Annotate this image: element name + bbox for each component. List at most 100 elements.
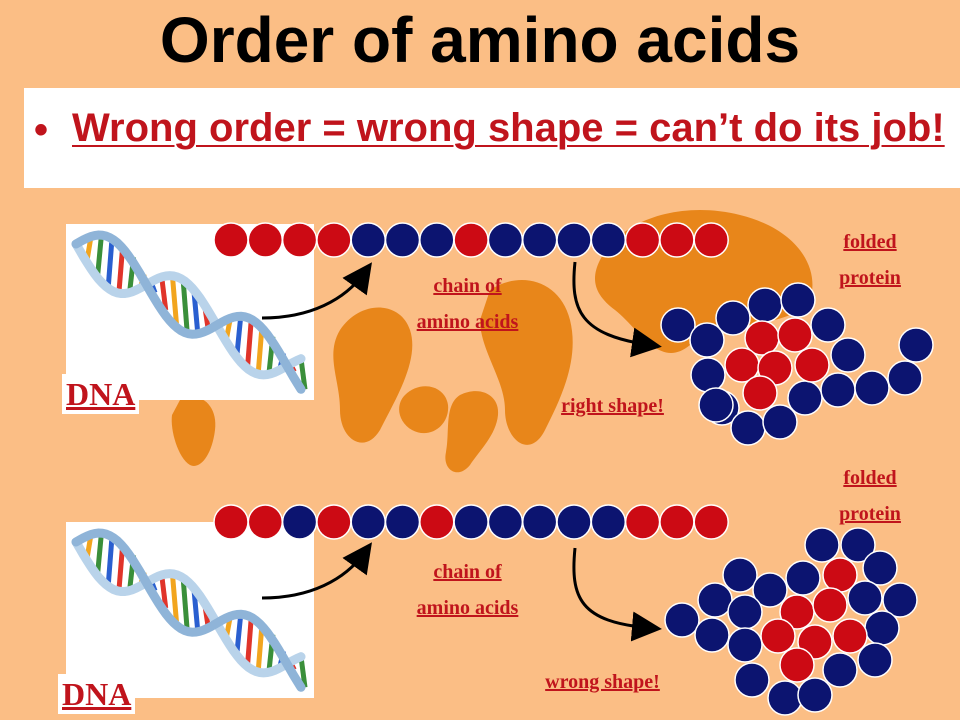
protein-label-line2: protein — [839, 267, 901, 289]
protein-bead-blue — [820, 372, 856, 408]
amino-acid-bead-blue — [521, 222, 558, 258]
amino-acid-bead-blue — [453, 504, 489, 540]
protein-bead-blue — [898, 327, 934, 363]
amino-acid-bead-blue — [281, 504, 318, 540]
amino-acid-bead-red — [247, 222, 284, 258]
protein-bead-blue — [722, 557, 758, 593]
amino-acid-bead-red — [659, 504, 695, 540]
protein-bead-red — [742, 375, 778, 411]
dna-label-bottom: DNA — [58, 674, 136, 714]
protein-bead-blue — [804, 527, 840, 563]
amino-acid-bead-blue — [384, 504, 421, 540]
protein-bead-blue — [857, 642, 893, 678]
dna-helix-icon — [71, 230, 308, 394]
arrow-dna-to-chain-top — [261, 262, 372, 320]
protein-bead-blue — [697, 582, 733, 618]
chain-label-line2: amino acids — [416, 311, 519, 333]
bullet-panel: • Wrong order = wrong shape = can’t do i… — [24, 88, 960, 188]
amino-acid-bead-blue — [556, 504, 592, 540]
arrow-chain-to-protein-bottom — [572, 547, 662, 642]
protein-bead-blue — [830, 337, 866, 373]
amino-acid-bead-red — [213, 222, 249, 258]
dna-label-top: DNA — [62, 374, 140, 414]
amino-acid-bead-red — [693, 504, 729, 540]
protein-bead-red — [779, 647, 815, 683]
protein-bead-blue — [822, 652, 858, 688]
amino-acid-bead-red — [247, 504, 284, 540]
protein-bead-blue — [847, 580, 883, 616]
protein-label-bottom: folded protein — [810, 460, 930, 532]
folded-protein-bottom — [664, 527, 918, 716]
dna-image-bottom — [66, 522, 314, 698]
chain-label-bottom: chain of amino acids — [380, 554, 555, 626]
protein-bead-blue — [752, 572, 788, 608]
bullet-text: Wrong order = wrong shape = can’t do its… — [72, 106, 945, 150]
amino-acid-bead-red — [693, 222, 729, 258]
protein-bead-red — [812, 587, 848, 623]
protein-bead-blue — [689, 322, 725, 358]
chain-label-line1: chain of — [433, 275, 502, 297]
protein-bead-red — [777, 317, 813, 353]
protein-bead-blue — [810, 307, 846, 343]
protein-bead-blue — [780, 282, 816, 318]
protein-bead-blue — [864, 610, 900, 646]
amino-acid-bead-red — [659, 222, 695, 258]
amino-acid-bead-red — [281, 222, 318, 258]
amino-acid-bead-blue — [590, 504, 627, 540]
protein-bead-blue — [767, 680, 803, 716]
protein-bead-blue — [840, 527, 876, 563]
protein-bead-blue — [727, 627, 763, 663]
protein-bead-blue — [747, 287, 783, 323]
protein-bead-blue — [854, 370, 890, 406]
protein-bead-blue — [862, 550, 898, 586]
amino-acid-bead-red — [213, 504, 249, 540]
amino-acid-bead-blue — [590, 222, 627, 258]
protein-bead-blue — [882, 582, 918, 618]
protein-bead-red — [794, 347, 830, 383]
amino-acid-bead-red — [624, 222, 661, 258]
protein-bead-blue — [715, 300, 751, 336]
protein-bead-blue — [762, 404, 798, 440]
amino-acid-bead-blue — [487, 504, 524, 540]
amino-acid-bead-blue — [419, 222, 455, 258]
protein-bead-blue — [690, 357, 726, 393]
chain-label-line1: chain of — [433, 561, 502, 583]
amino-acid-chain-top — [213, 222, 729, 258]
page-title: Order of amino acids — [159, 4, 801, 76]
arrow-dna-to-chain-bottom — [261, 542, 372, 600]
amino-acid-bead-red — [624, 504, 661, 540]
amino-acid-bead-blue — [384, 222, 421, 258]
chain-label-line2: amino acids — [416, 597, 519, 619]
amino-acid-bead-red — [419, 504, 455, 540]
protein-bead-blue — [694, 617, 730, 653]
amino-acid-chain-bottom — [213, 504, 729, 540]
protein-bead-blue — [787, 380, 823, 416]
amino-acid-bead-blue — [487, 222, 524, 258]
protein-bead-blue — [730, 410, 766, 446]
protein-label-line1: folded — [843, 231, 897, 253]
amino-acid-bead-red — [316, 504, 352, 540]
amino-acid-bead-red — [453, 222, 489, 258]
bullet-dot: • — [34, 108, 49, 152]
folded-protein-top — [660, 282, 934, 446]
protein-bead-blue — [660, 307, 696, 343]
amino-acid-bead-red — [316, 222, 352, 258]
protein-label-top: folded protein — [810, 224, 930, 296]
protein-bead-blue — [727, 594, 763, 630]
protein-bead-blue — [785, 560, 821, 596]
protein-bead-blue — [698, 387, 734, 423]
amino-acid-bead-blue — [556, 222, 592, 258]
protein-bead-blue — [664, 602, 700, 638]
amino-acid-bead-blue — [350, 504, 386, 540]
protein-label-line1: folded — [843, 467, 897, 489]
protein-label-line2: protein — [839, 503, 901, 525]
protein-bead-blue — [887, 360, 923, 396]
protein-bead-blue — [797, 677, 833, 713]
arrow-chain-to-protein-top — [572, 261, 662, 358]
shape-label-top: right shape! — [561, 395, 664, 417]
protein-bead-red — [832, 618, 868, 654]
amino-acid-bead-blue — [521, 504, 558, 540]
protein-bead-red — [760, 618, 796, 654]
dna-helix-icon — [71, 528, 308, 692]
